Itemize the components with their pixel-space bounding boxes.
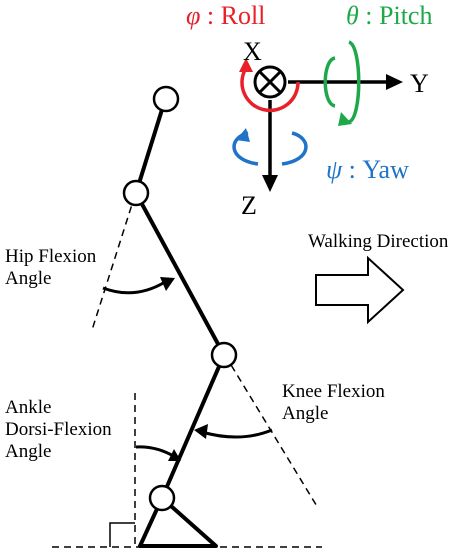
yaw-text: : Yaw [342, 155, 409, 184]
roll-text: : Roll [200, 1, 265, 30]
pitch-symbol: θ [346, 1, 359, 30]
yaw-symbol: ψ [326, 155, 343, 184]
x-axis-label: X [243, 37, 262, 66]
yaw-label: ψ : Yaw [326, 155, 409, 184]
knee-joint [210, 341, 238, 369]
pitch-label: θ : Pitch [346, 1, 432, 30]
hip-angle-arrowhead [160, 277, 175, 291]
knee-angle-arc [201, 428, 273, 439]
pitch-text: : Pitch [359, 1, 433, 30]
ankle-angle-label-line3: Angle [5, 441, 51, 462]
knee-angle-label-line2: Angle [282, 403, 328, 424]
knee-angle-label-line1: Knee Flexion [282, 381, 385, 402]
ankle-angle-label-line2: Dorsi-Flexion [5, 419, 112, 440]
ankle-joint [148, 484, 176, 512]
ankle-angle-arrowhead [168, 449, 181, 461]
pitch-rotation-arc-left [323, 56, 336, 108]
ankle-angle-label-line1: Ankle [5, 397, 51, 418]
thigh-segment [134, 192, 226, 356]
foot-segment [138, 496, 218, 548]
pitch-arrowhead [338, 112, 352, 126]
hip-angle-label-line1: Hip Flexion [5, 246, 97, 267]
x-axis-cross-b [257, 69, 283, 95]
leg-model [134, 99, 226, 548]
walking-direction-arrow [315, 255, 405, 325]
z-axis-arrowhead [262, 175, 278, 192]
knee-angle-arrowhead [194, 424, 208, 439]
hip-angle-arc [102, 280, 166, 295]
hip-joint [122, 179, 150, 207]
roll-label: φ : Roll [186, 1, 265, 30]
roll-arrowhead [239, 58, 253, 72]
pitch-rotation-arc-right [347, 40, 361, 124]
ankle-angle-arc [135, 445, 176, 459]
trunk-segment [134, 99, 167, 194]
right-angle-marker [109, 522, 135, 547]
y-axis-label: Y [410, 69, 429, 98]
yaw-rotation-arc-right [281, 131, 308, 166]
roll-rotation-arc [240, 67, 300, 113]
shank-segment [160, 354, 226, 499]
hip-angle-label-line2: Angle [5, 268, 51, 289]
joints [122, 85, 238, 512]
hip-reference-line [91, 194, 136, 331]
roll-symbol: φ [186, 1, 200, 30]
z-axis-label: Z [241, 191, 257, 220]
coordinate-frame: X Y Z φ : Roll θ : Pitch ψ : Yaw [186, 1, 432, 220]
yaw-arrowhead [236, 128, 250, 142]
y-axis-arrowhead [386, 74, 403, 90]
walking-direction-label: Walking Direction [308, 231, 449, 252]
head-joint [152, 85, 180, 113]
